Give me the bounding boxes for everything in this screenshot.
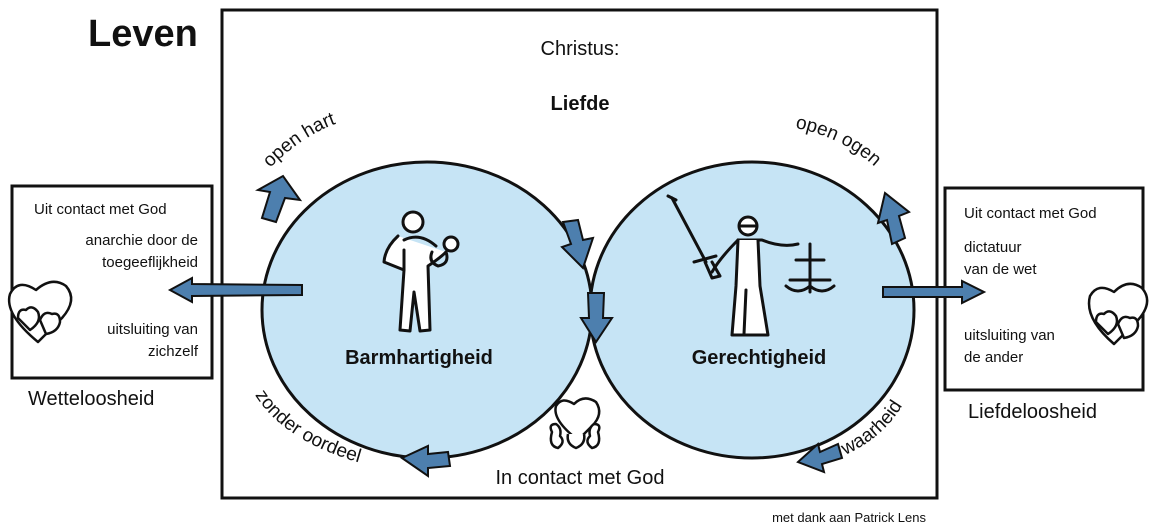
person-carrying-child-icon <box>382 210 460 333</box>
left-box-line4: uitsluiting van <box>107 321 198 338</box>
label-barmhartigheid: Barmhartigheid <box>345 347 493 369</box>
right-box-line2: dictatuur <box>964 239 1022 256</box>
credit-text: met dank aan Patrick Lens <box>772 510 926 525</box>
leven-frame <box>220 8 939 500</box>
right-box-line5: de ander <box>964 349 1023 366</box>
heading-liefde: Liefde <box>551 93 610 115</box>
lady-justice-icon <box>666 194 836 337</box>
arrow-open-ogen <box>876 191 911 246</box>
label-open-hart: open hart <box>259 108 339 171</box>
label-gerechtigheid: Gerechtigheid <box>692 347 826 369</box>
title-leven: Leven <box>88 13 198 55</box>
arrow-heart-middle <box>579 292 614 344</box>
arrow-to-liefdeloosheid <box>882 279 987 305</box>
arrow-to-wetteloosheid <box>167 276 303 304</box>
arrow-zonder-oordeel <box>399 444 452 478</box>
arrow-open-hart <box>255 174 303 224</box>
right-box-line4: uitsluiting van <box>964 327 1055 344</box>
left-box-line3: toegeeflijkheid <box>102 254 198 271</box>
label-open-ogen: open ogen <box>794 112 885 170</box>
right-box-line1: Uit contact met God <box>964 205 1097 222</box>
hearts-with-hands-icon <box>549 397 601 450</box>
arrow-heart-top <box>560 218 595 270</box>
left-box-line2: anarchie door de <box>85 232 198 249</box>
left-box-line5: zichzelf <box>148 343 199 360</box>
broken-hearts-icon-right <box>1087 282 1149 346</box>
caption-wetteloosheid: Wetteloosheid <box>28 388 154 410</box>
left-box-line1: Uit contact met God <box>34 201 167 218</box>
left-box-frame <box>10 184 214 380</box>
broken-hearts-icon-left <box>7 280 73 344</box>
caption-liefdeloosheid: Liefdeloosheid <box>968 401 1097 423</box>
heading-christus: Christus: <box>541 38 620 60</box>
label-in-contact: In contact met God <box>496 467 665 489</box>
right-box-line3: van de wet <box>964 261 1037 278</box>
arrow-waarheid <box>796 442 844 474</box>
